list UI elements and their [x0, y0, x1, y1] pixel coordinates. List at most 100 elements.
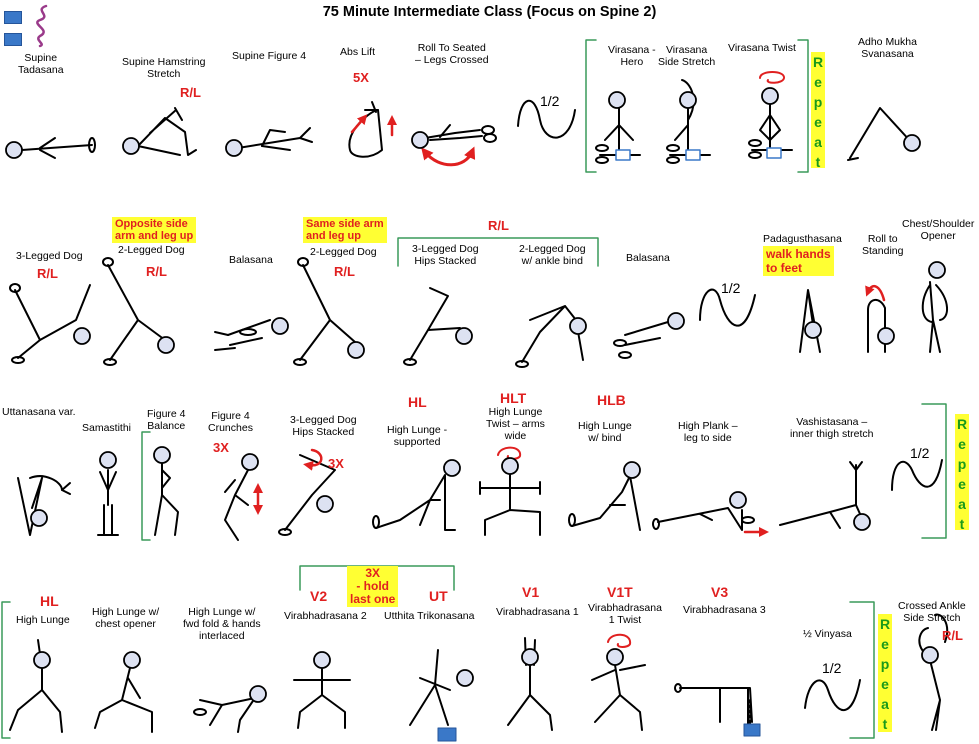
tag-5x: 5X — [353, 70, 369, 85]
label-balasana: Balasana — [626, 252, 670, 264]
roll-standing-figure — [867, 299, 886, 353]
label-three-legged-hips: 3-Legged Dog Hips Stacked — [290, 414, 357, 438]
half-vinyasa-wave — [699, 288, 756, 327]
high-lunge-chest-figure — [94, 667, 153, 733]
roll-arrow-icon — [865, 284, 886, 302]
label-balasana: Balasana — [229, 254, 273, 266]
head-icon — [761, 87, 779, 105]
strap-legend-icon — [36, 4, 48, 48]
label-utthita: Utthita Trikonasana — [384, 610, 475, 622]
two-legged-dog-b-figure — [293, 257, 356, 366]
tag-v3: V3 — [711, 584, 729, 600]
head-icon — [903, 134, 921, 152]
tag-r-l: R/L — [180, 85, 201, 100]
head-icon — [271, 317, 289, 335]
abs-lift-arrow-icon — [350, 114, 368, 134]
label-two-legged-dog: 2-Legged Dog — [118, 244, 185, 256]
label-chest-opener: Chest/Shoulder Opener — [902, 218, 975, 242]
high-lunge-fwd-figure — [193, 697, 256, 733]
virasana-hero-figure — [595, 107, 641, 164]
label-high-lunge-supported: High Lunge - supported — [387, 424, 448, 448]
head-icon — [804, 321, 822, 339]
virabhadrasana1-twist-figure — [591, 664, 646, 731]
virasana-twist-figure — [748, 103, 793, 159]
head-icon — [225, 139, 243, 157]
tag-ut: UT — [429, 588, 448, 604]
head-icon — [157, 336, 175, 354]
tag-3x: 3X — [213, 440, 229, 455]
head-icon — [679, 91, 697, 109]
label-supine-figure4: Supine Figure 4 — [232, 50, 307, 62]
label-roll-to-seated: Roll To Seated – Legs Crossed — [415, 42, 489, 66]
head-icon — [569, 317, 587, 335]
head-icon — [153, 446, 171, 464]
label-virabhadrasana1-twist: Virabhadrasana 1 Twist — [588, 602, 662, 626]
head-icon — [123, 651, 141, 669]
head-icon — [921, 646, 939, 664]
page-title: 75 Minute Intermediate Class (Focus on S… — [322, 4, 657, 20]
tag-hl: HL — [40, 593, 59, 609]
tag-v1: V1 — [522, 584, 540, 600]
head-icon — [608, 91, 626, 109]
label-high-lunge-bind: High Lunge w/ bind — [578, 420, 632, 444]
two-legged-bind-figure — [515, 305, 584, 368]
vashistasana-figure — [779, 461, 866, 529]
label-padagusthasana: Padagusthasana — [763, 233, 842, 245]
label-virabhadrasana3: Virabhadrasana 3 — [683, 604, 766, 616]
head-icon — [122, 137, 140, 155]
label-half-vinyasa: 1/2 — [910, 445, 930, 461]
high-lunge-bind-figure — [568, 475, 641, 531]
repeat-bracket — [849, 601, 875, 739]
block-legend-icon — [4, 33, 22, 46]
head-icon — [928, 261, 946, 279]
tag-r-l: R/L — [942, 628, 963, 643]
label-fig4-crunches: Figure 4 Crunches — [208, 410, 253, 434]
supine-tadasana-figure — [21, 137, 96, 159]
blanket-legend-icon — [4, 11, 22, 24]
label-fig4-balance: Figure 4 Balance — [147, 408, 186, 432]
label-two-legged-bind: 2-Legged Dog w/ ankle bind — [519, 243, 586, 267]
three-legged-hips-figure — [278, 454, 336, 536]
fig4-crunches-figure — [224, 469, 249, 541]
tag-v1t: V1T — [607, 584, 633, 600]
half-vinyasa-wave — [517, 99, 576, 139]
head-icon — [521, 648, 539, 666]
head-icon — [729, 491, 747, 509]
rotate-arrow-icon — [303, 448, 323, 471]
r-l-bracket — [397, 237, 599, 267]
head-icon — [443, 459, 461, 477]
head-icon — [99, 451, 117, 469]
tag-hlb: HLB — [597, 392, 626, 408]
head-icon — [411, 131, 429, 149]
head-icon — [313, 651, 331, 669]
roll-seated-figure — [424, 124, 497, 143]
two-legged-dog-a-figure — [102, 257, 166, 366]
tag-v2: V2 — [310, 588, 328, 604]
head-icon — [316, 495, 334, 513]
label-high-lunge-fwd: High Lunge w/ fwd fold & hands interlace… — [183, 606, 261, 642]
three-legged-dog-figure — [9, 283, 91, 364]
samastithi-figure — [97, 469, 119, 536]
head-icon — [241, 453, 259, 471]
label-supine-hamstring: Supine Hamstring Stretch — [122, 56, 206, 80]
head-icon — [606, 648, 624, 666]
roll-arrow-icon — [421, 146, 476, 167]
label-virasana-side: Virasana Side Stretch — [658, 44, 716, 68]
head-icon — [33, 651, 51, 669]
padagusthasana-figure — [799, 289, 821, 353]
half-vinyasa-wave — [891, 459, 943, 491]
label-adho-mukha: Adho Mukha Svanasana — [858, 36, 917, 60]
tag-r-l: R/L — [334, 264, 355, 279]
head-icon — [877, 327, 895, 345]
three-legged-hips-figure — [403, 287, 461, 366]
head-icon — [667, 312, 685, 330]
head-icon — [5, 141, 23, 159]
label-virabhadrasana1: Virabhadrasana 1 — [496, 606, 579, 618]
head-icon — [623, 461, 641, 479]
label-virasana-twist: Virasana Twist — [728, 42, 796, 54]
note-same-side: Same side arm and leg up — [303, 217, 387, 243]
half-vinyasa-wave — [804, 679, 861, 712]
high-plank-figure — [652, 507, 755, 531]
